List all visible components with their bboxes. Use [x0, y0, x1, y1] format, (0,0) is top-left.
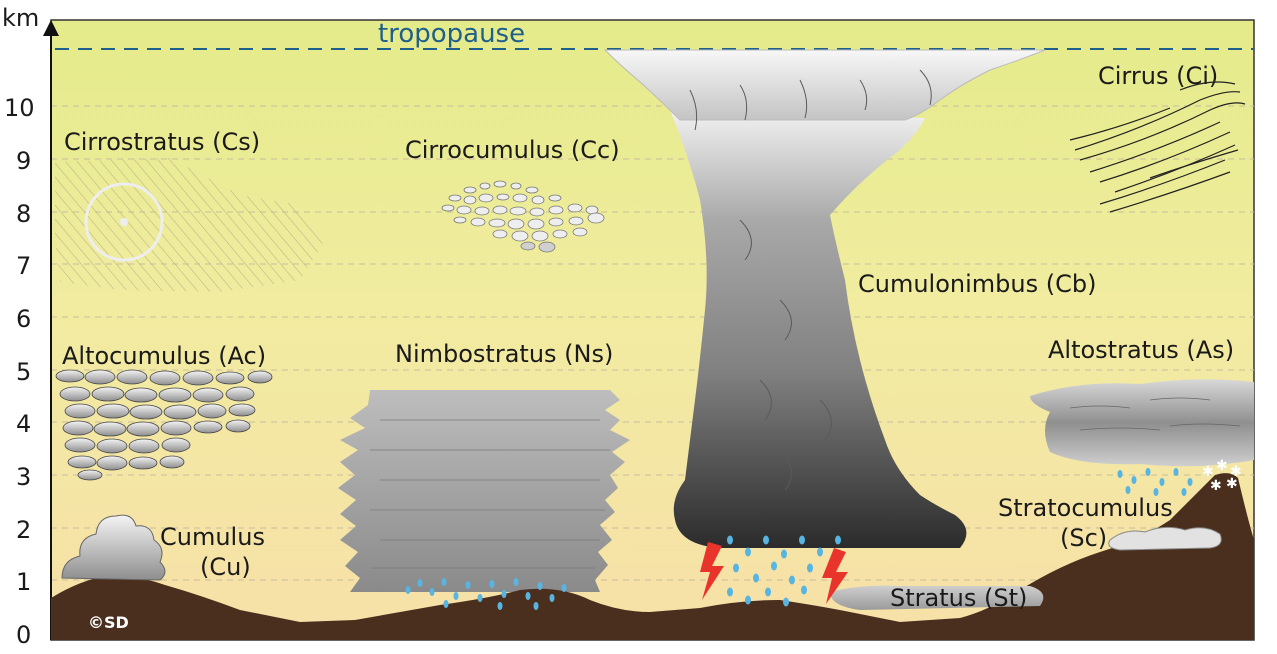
tropopause-label: tropopause: [378, 19, 525, 49]
label-cumulus-line1: Cumulus: [160, 523, 265, 551]
svg-text:✱: ✱: [1230, 464, 1242, 480]
label-nimbostratus: Nimbostratus (Ns): [395, 340, 613, 368]
tick-5: 5: [16, 358, 31, 386]
axis-arrow-icon: [43, 20, 59, 36]
svg-text:✱: ✱: [1210, 478, 1222, 494]
stratus-cloud: [830, 585, 1044, 610]
cirrus-cloud: [1069, 81, 1246, 213]
tick-10: 10: [4, 94, 35, 122]
ground-terrain: [51, 473, 1254, 640]
cirrocumulus-cloud: [441, 180, 605, 253]
lightning-bolt-left: [700, 542, 724, 600]
nimbostratus-cloud: [338, 390, 630, 592]
tick-4: 4: [16, 410, 31, 438]
snowflake-icons: ✱ ✱ ✱ ✱ ✱: [1202, 458, 1242, 494]
label-cirrostratus: Cirrostratus (Cs): [64, 128, 260, 156]
tick-8: 8: [16, 200, 31, 228]
label-altostratus: Altostratus (As): [1048, 336, 1234, 364]
label-cumulus-line2: (Cu): [200, 553, 251, 581]
label-stratocumulus-line1: Stratocumulus: [998, 494, 1173, 522]
cumulonimbus-rain: [727, 535, 841, 607]
lightning-bolt-right: [822, 548, 848, 604]
copyright-label: ©SD: [88, 613, 129, 632]
tick-6: 6: [16, 305, 31, 333]
label-cirrus: Cirrus (Ci): [1098, 62, 1218, 90]
svg-text:✱: ✱: [1202, 464, 1214, 480]
sky-background: [50, 19, 1255, 641]
label-stratus: Stratus (St): [890, 584, 1027, 612]
axis-unit-label: km: [2, 4, 39, 32]
tick-1: 1: [16, 568, 31, 596]
label-cumulonimbus: Cumulonimbus (Cb): [858, 270, 1096, 298]
cumulonimbus-cloud: [603, 49, 1046, 548]
halo-icon: [84, 182, 164, 262]
label-altocumulus: Altocumulus (Ac): [62, 342, 266, 370]
rain-drops: [405, 468, 1193, 610]
tick-2: 2: [16, 516, 31, 544]
tick-3: 3: [16, 463, 31, 491]
cirrostratus-cloud: [55, 158, 325, 292]
altocumulus-cloud: [55, 369, 273, 481]
cumulus-cloud: [61, 514, 166, 581]
svg-text:✱: ✱: [1226, 476, 1238, 492]
tick-9: 9: [16, 147, 31, 175]
altostratus-cloud: [1030, 379, 1254, 467]
svg-text:✱: ✱: [1216, 458, 1228, 474]
lightning-icons: [700, 542, 848, 604]
stratocumulus-cloud: [1108, 526, 1222, 551]
nimbostratus-rain: [405, 578, 567, 610]
y-axis: km 0 1 2 3 4 5 6 7 8 9 10: [2, 4, 59, 649]
altostratus-rain: [1117, 468, 1193, 496]
tick-7: 7: [16, 252, 31, 280]
tick-0: 0: [16, 621, 31, 649]
label-cirrocumulus: Cirrocumulus (Cc): [405, 136, 620, 164]
label-stratocumulus-line2: (Sc): [1060, 524, 1107, 552]
